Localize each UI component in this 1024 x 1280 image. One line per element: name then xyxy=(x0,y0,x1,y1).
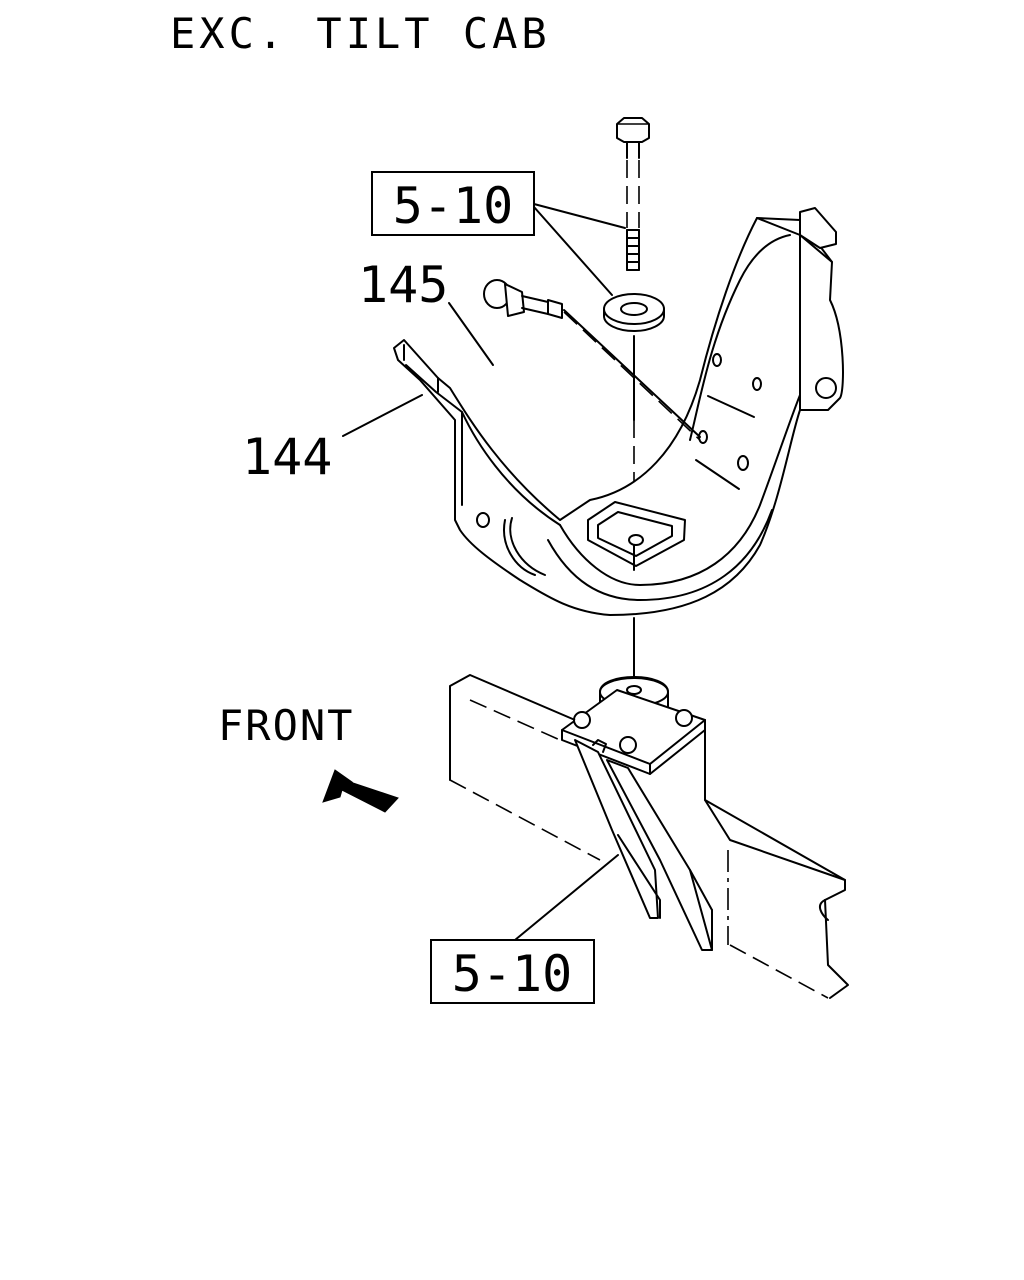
chassis-frame xyxy=(449,674,849,999)
ref-box-bottom[interactable]: 5-10 xyxy=(430,939,595,1004)
cab-mount-bracket xyxy=(393,207,844,616)
leader-to-bolt xyxy=(533,203,626,229)
diagram-title: EXC. TILT CAB xyxy=(170,9,551,58)
leader-145 xyxy=(448,302,494,366)
callout-145[interactable]: 145 xyxy=(358,256,448,314)
ref-box-top-label: 5-10 xyxy=(393,177,513,235)
mount-bolt-top xyxy=(616,117,650,271)
bolt-145 xyxy=(483,279,701,441)
front-label: FRONT xyxy=(218,701,354,750)
leader-bottom xyxy=(514,854,619,941)
callout-144[interactable]: 144 xyxy=(242,428,332,486)
leader-144 xyxy=(342,394,423,437)
washer xyxy=(603,293,665,332)
ref-box-top[interactable]: 5-10 xyxy=(371,171,535,236)
front-arrow-icon xyxy=(322,769,399,813)
leader-to-washer xyxy=(533,206,613,296)
ref-box-bottom-label: 5-10 xyxy=(452,945,572,1003)
